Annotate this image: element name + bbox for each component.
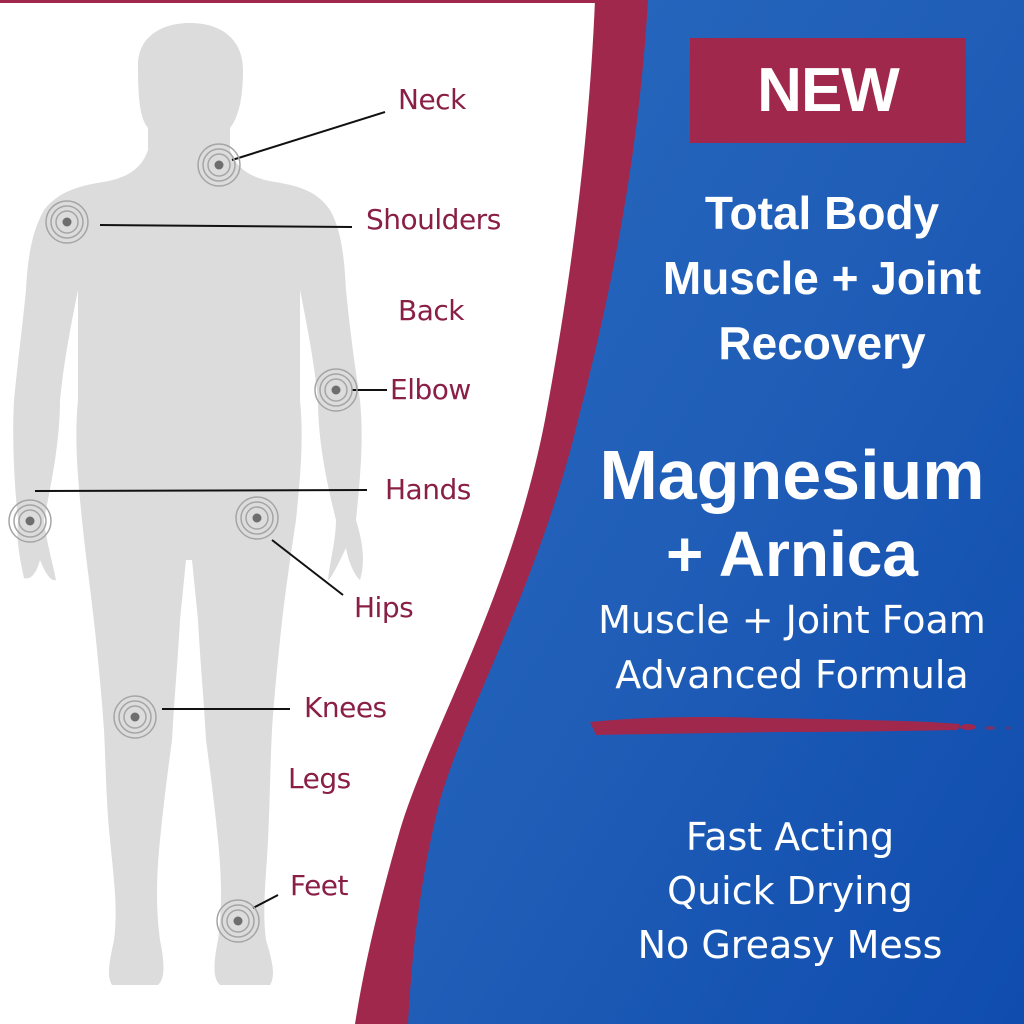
new-badge-label: NEW (757, 56, 900, 125)
new-badge: NEW (690, 38, 966, 143)
neck-leader (231, 111, 386, 161)
hip-target (235, 496, 279, 540)
headline-line-1: Total Body (704, 187, 940, 239)
feet-leader (252, 894, 279, 909)
shoulders-leader (99, 224, 353, 228)
hands-leader (34, 489, 368, 492)
product-desc-line-1: Muscle + Joint Foam (598, 598, 986, 642)
product-desc-line-2: Advanced Formula (615, 653, 969, 697)
headline-line-2: Muscle + Joint (662, 252, 982, 304)
label-hands: Hands (385, 473, 471, 506)
label-elbow: Elbow (390, 373, 471, 406)
hand-target (8, 499, 52, 543)
benefit-3: No Greasy Mess (637, 923, 943, 967)
label-knees: Knees (304, 691, 387, 724)
hips-leader (271, 539, 344, 596)
label-shoulders: Shoulders (366, 203, 501, 236)
top-strip (0, 0, 1024, 3)
leader-lines (34, 111, 387, 909)
product-name-line-1: Magnesium (599, 436, 985, 514)
target-markers (8, 143, 358, 943)
benefit-2: Quick Drying (667, 869, 913, 913)
shoulder-target (45, 200, 89, 244)
knee-target (113, 695, 157, 739)
blue-panel (408, 0, 1024, 1024)
body-silhouette (13, 23, 363, 985)
benefit-1: Fast Acting (685, 815, 895, 859)
neck-target (197, 143, 241, 187)
label-feet: Feet (290, 869, 349, 902)
foot-target (216, 899, 260, 943)
label-back: Back (398, 294, 464, 327)
label-legs: Legs (288, 762, 351, 795)
headline-line-3: Recovery (718, 317, 926, 369)
label-hips: Hips (354, 591, 414, 624)
product-name-line-2: + Arnica (666, 518, 918, 590)
elbow-target (314, 368, 358, 412)
brush-underline (590, 717, 1011, 735)
label-neck: Neck (398, 83, 466, 116)
